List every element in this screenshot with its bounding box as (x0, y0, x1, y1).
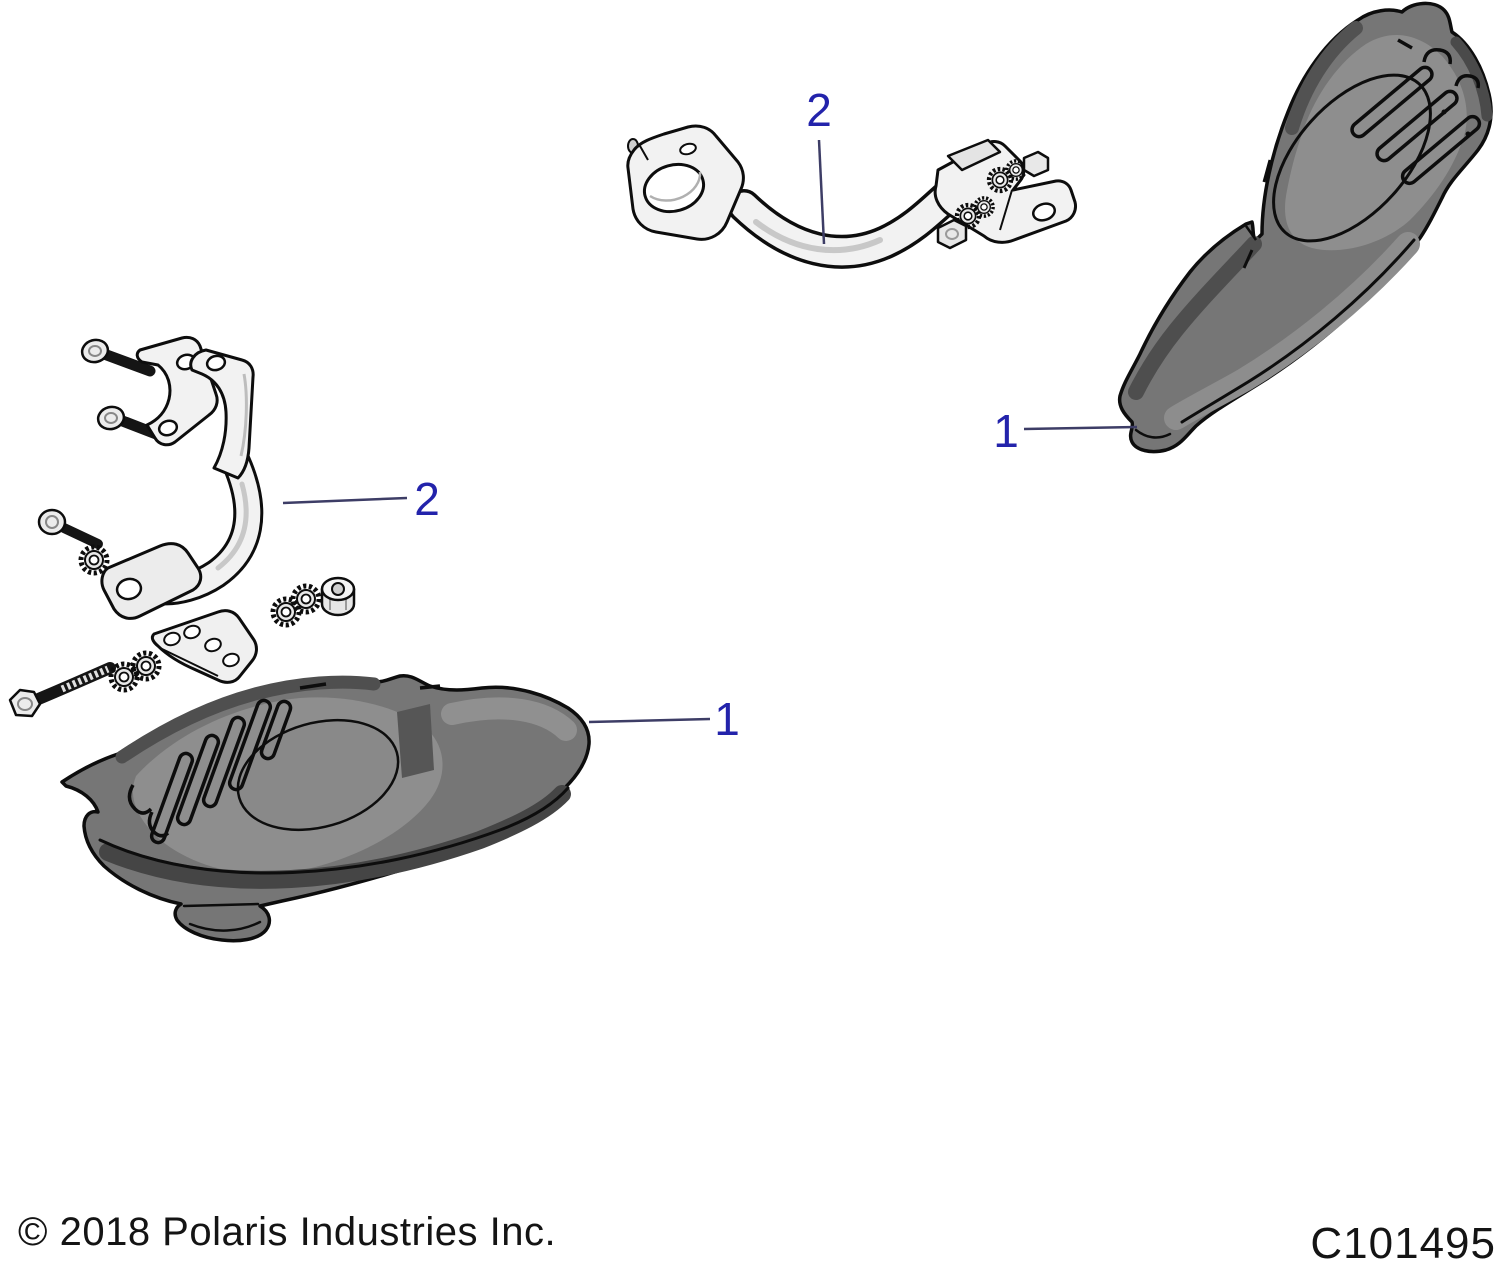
handguard-left-drawing (60, 673, 591, 943)
handguard-left-ribs (127, 682, 441, 845)
handguard-right-lower-edge (1180, 238, 1416, 424)
callout-1-handguard-right: 1 (993, 405, 1019, 457)
handlebar-clamp-drawing (626, 124, 745, 241)
handguard-right-rim-left (1285, 21, 1363, 135)
bracket-left-assembly-drawing (8, 335, 356, 718)
leader-line-bracket-left (282, 496, 408, 505)
handguard-right-drawing (1117, 1, 1493, 454)
bracket-left-clamp-half (189, 348, 255, 480)
handguard-right-lower-shadow (1128, 236, 1262, 400)
handguard-left-right-face-band (441, 697, 577, 741)
leader-line-handguard-left (588, 717, 711, 724)
bracket-right-drawing (626, 124, 1077, 269)
handguard-right-tab-line (1134, 428, 1172, 439)
block-bolt-upper (1022, 150, 1050, 178)
handguard-left-rim (115, 675, 381, 764)
bracket-tube-body (730, 182, 962, 266)
leader-line-bracket-top (817, 139, 826, 245)
button-screw-drawing (37, 508, 103, 549)
bracket-left-tube-shade (215, 481, 249, 571)
callout-1-handguard-left: 1 (714, 693, 740, 745)
handguard-right-rim-right (1450, 36, 1493, 122)
leader-line-handguard-right (1023, 425, 1138, 431)
clamp-screw-upper (80, 338, 156, 377)
star-washer-drawing (133, 653, 159, 679)
flange-nut-drawing (320, 576, 356, 617)
lever-mount-block-drawing (933, 138, 1077, 250)
handguard-right-ledge-line (1244, 225, 1258, 241)
handguard-right-ribs (1350, 38, 1482, 186)
handguard-right-edge-dash (1242, 159, 1272, 269)
copyright-text: © 2018 Polaris Industries Inc. (18, 1210, 557, 1254)
block-bolt-lower (936, 218, 968, 250)
handguard-left-tab-lines (182, 902, 262, 932)
bracket-left-end-tab (100, 542, 203, 620)
handguard-left-bottom-edge (98, 786, 570, 875)
handguard-left-divider (397, 704, 434, 778)
callout-2-bracket-top: 2 (806, 84, 832, 136)
handguard-right-face-contour (1272, 73, 1432, 243)
handguard-right-lower-face (1164, 232, 1420, 430)
figure-code: C101495 (1310, 1219, 1496, 1267)
bracket-tube-shade (753, 219, 883, 254)
star-washer-drawing (293, 586, 319, 612)
long-bolt-drawing (8, 662, 116, 718)
callout-2-bracket-left: 2 (414, 473, 440, 525)
angle-bracket-drawing (150, 609, 258, 684)
star-washer-drawing (81, 547, 107, 573)
handguard-right-rib-dot (1465, 131, 1471, 137)
handguard-right-rib-dot (1441, 109, 1447, 115)
